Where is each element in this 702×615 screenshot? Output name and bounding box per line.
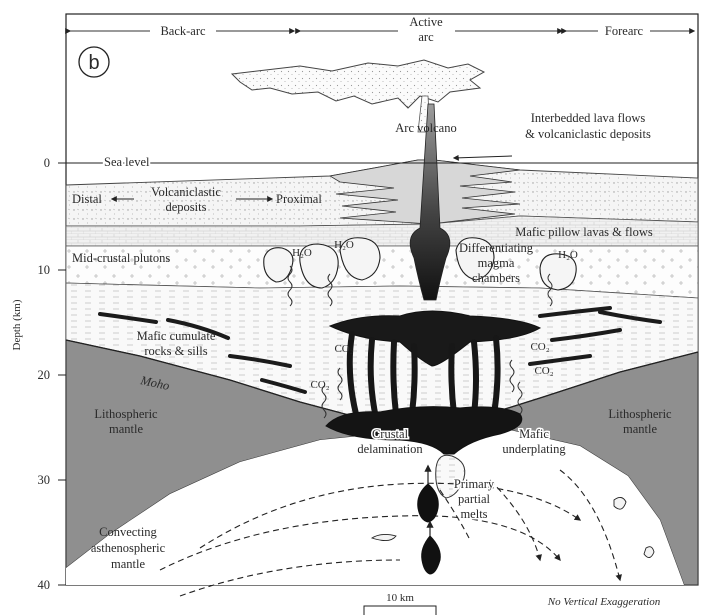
label-scale: 10 km xyxy=(386,592,414,604)
label-litho-right-1: Lithospheric xyxy=(608,407,672,421)
label-mafic-pillow: Mafic pillow lavas & flows xyxy=(515,225,653,239)
label-primary-2: partial xyxy=(458,492,490,506)
zone-active-arc-line1: Active xyxy=(409,15,443,29)
y-tick-0: 0 xyxy=(44,156,50,170)
label-litho-right-2: mantle xyxy=(623,422,657,436)
y-tick-30: 30 xyxy=(38,473,51,487)
label-arc-volcano: Arc volcano xyxy=(395,121,456,135)
depth-axis xyxy=(58,163,66,585)
label-primary-3: melts xyxy=(460,507,487,521)
label-convecting-3: mantle xyxy=(111,557,145,571)
label-convecting-1: Convecting xyxy=(99,525,157,539)
label-crustal-2: delamination xyxy=(357,442,423,456)
label-distal: Distal xyxy=(72,192,102,206)
y-tick-20: 20 xyxy=(38,368,51,382)
label-mid-crustal: Mid-crustal plutons xyxy=(72,251,170,265)
label-no-vertical-exaggeration: No Vertical Exaggeration xyxy=(547,596,661,608)
label-volcaniclastic-1: Volcaniclastic xyxy=(151,185,221,199)
label-mafic-cumulate-1: Mafic cumulate xyxy=(137,329,216,343)
label-litho-left-1: Lithospheric xyxy=(94,407,158,421)
label-h2o-a: H₂O xyxy=(292,247,312,259)
label-mafic-cumulate-2: rocks & sills xyxy=(144,344,207,358)
zone-active-arc-line2: arc xyxy=(418,30,434,44)
label-primary-1: Primary xyxy=(454,477,495,491)
label-h2o-c: H₂O xyxy=(558,249,578,261)
zone-back-arc: Back-arc xyxy=(160,24,206,38)
label-mafic-under-2: underplating xyxy=(502,442,566,456)
y-axis-label: Depth (km) xyxy=(11,299,23,350)
label-differentiating-1: Differentiating xyxy=(459,241,534,255)
label-crustal-1: Crustal xyxy=(372,427,409,441)
label-sea-level: Sea level xyxy=(104,155,150,169)
label-proximal: Proximal xyxy=(276,192,322,206)
label-co2-a: CO₂ xyxy=(334,343,353,355)
label-differentiating-2: magma xyxy=(478,256,515,270)
label-co2-b: CO₂ xyxy=(310,379,329,391)
y-tick-10: 10 xyxy=(38,263,51,277)
scale-bar xyxy=(364,606,436,615)
label-convecting-2: asthenospheric xyxy=(91,541,166,555)
label-co2-c: CO₂ xyxy=(530,341,549,353)
label-litho-left-2: mantle xyxy=(109,422,143,436)
label-volcaniclastic-2: deposits xyxy=(166,200,207,214)
panel-label: b xyxy=(88,52,99,74)
label-interbedded-2: & volcaniclastic deposits xyxy=(525,127,651,141)
label-co2-d: CO₂ xyxy=(534,365,553,377)
label-h2o-b: H₂O xyxy=(334,239,354,251)
label-mafic-under-1: Mafic xyxy=(519,427,549,441)
y-tick-40: 40 xyxy=(38,578,51,592)
label-interbedded-1: Interbedded lava flows xyxy=(531,111,646,125)
label-differentiating-3: chambers xyxy=(472,271,520,285)
zone-forearc: Forearc xyxy=(605,24,644,38)
